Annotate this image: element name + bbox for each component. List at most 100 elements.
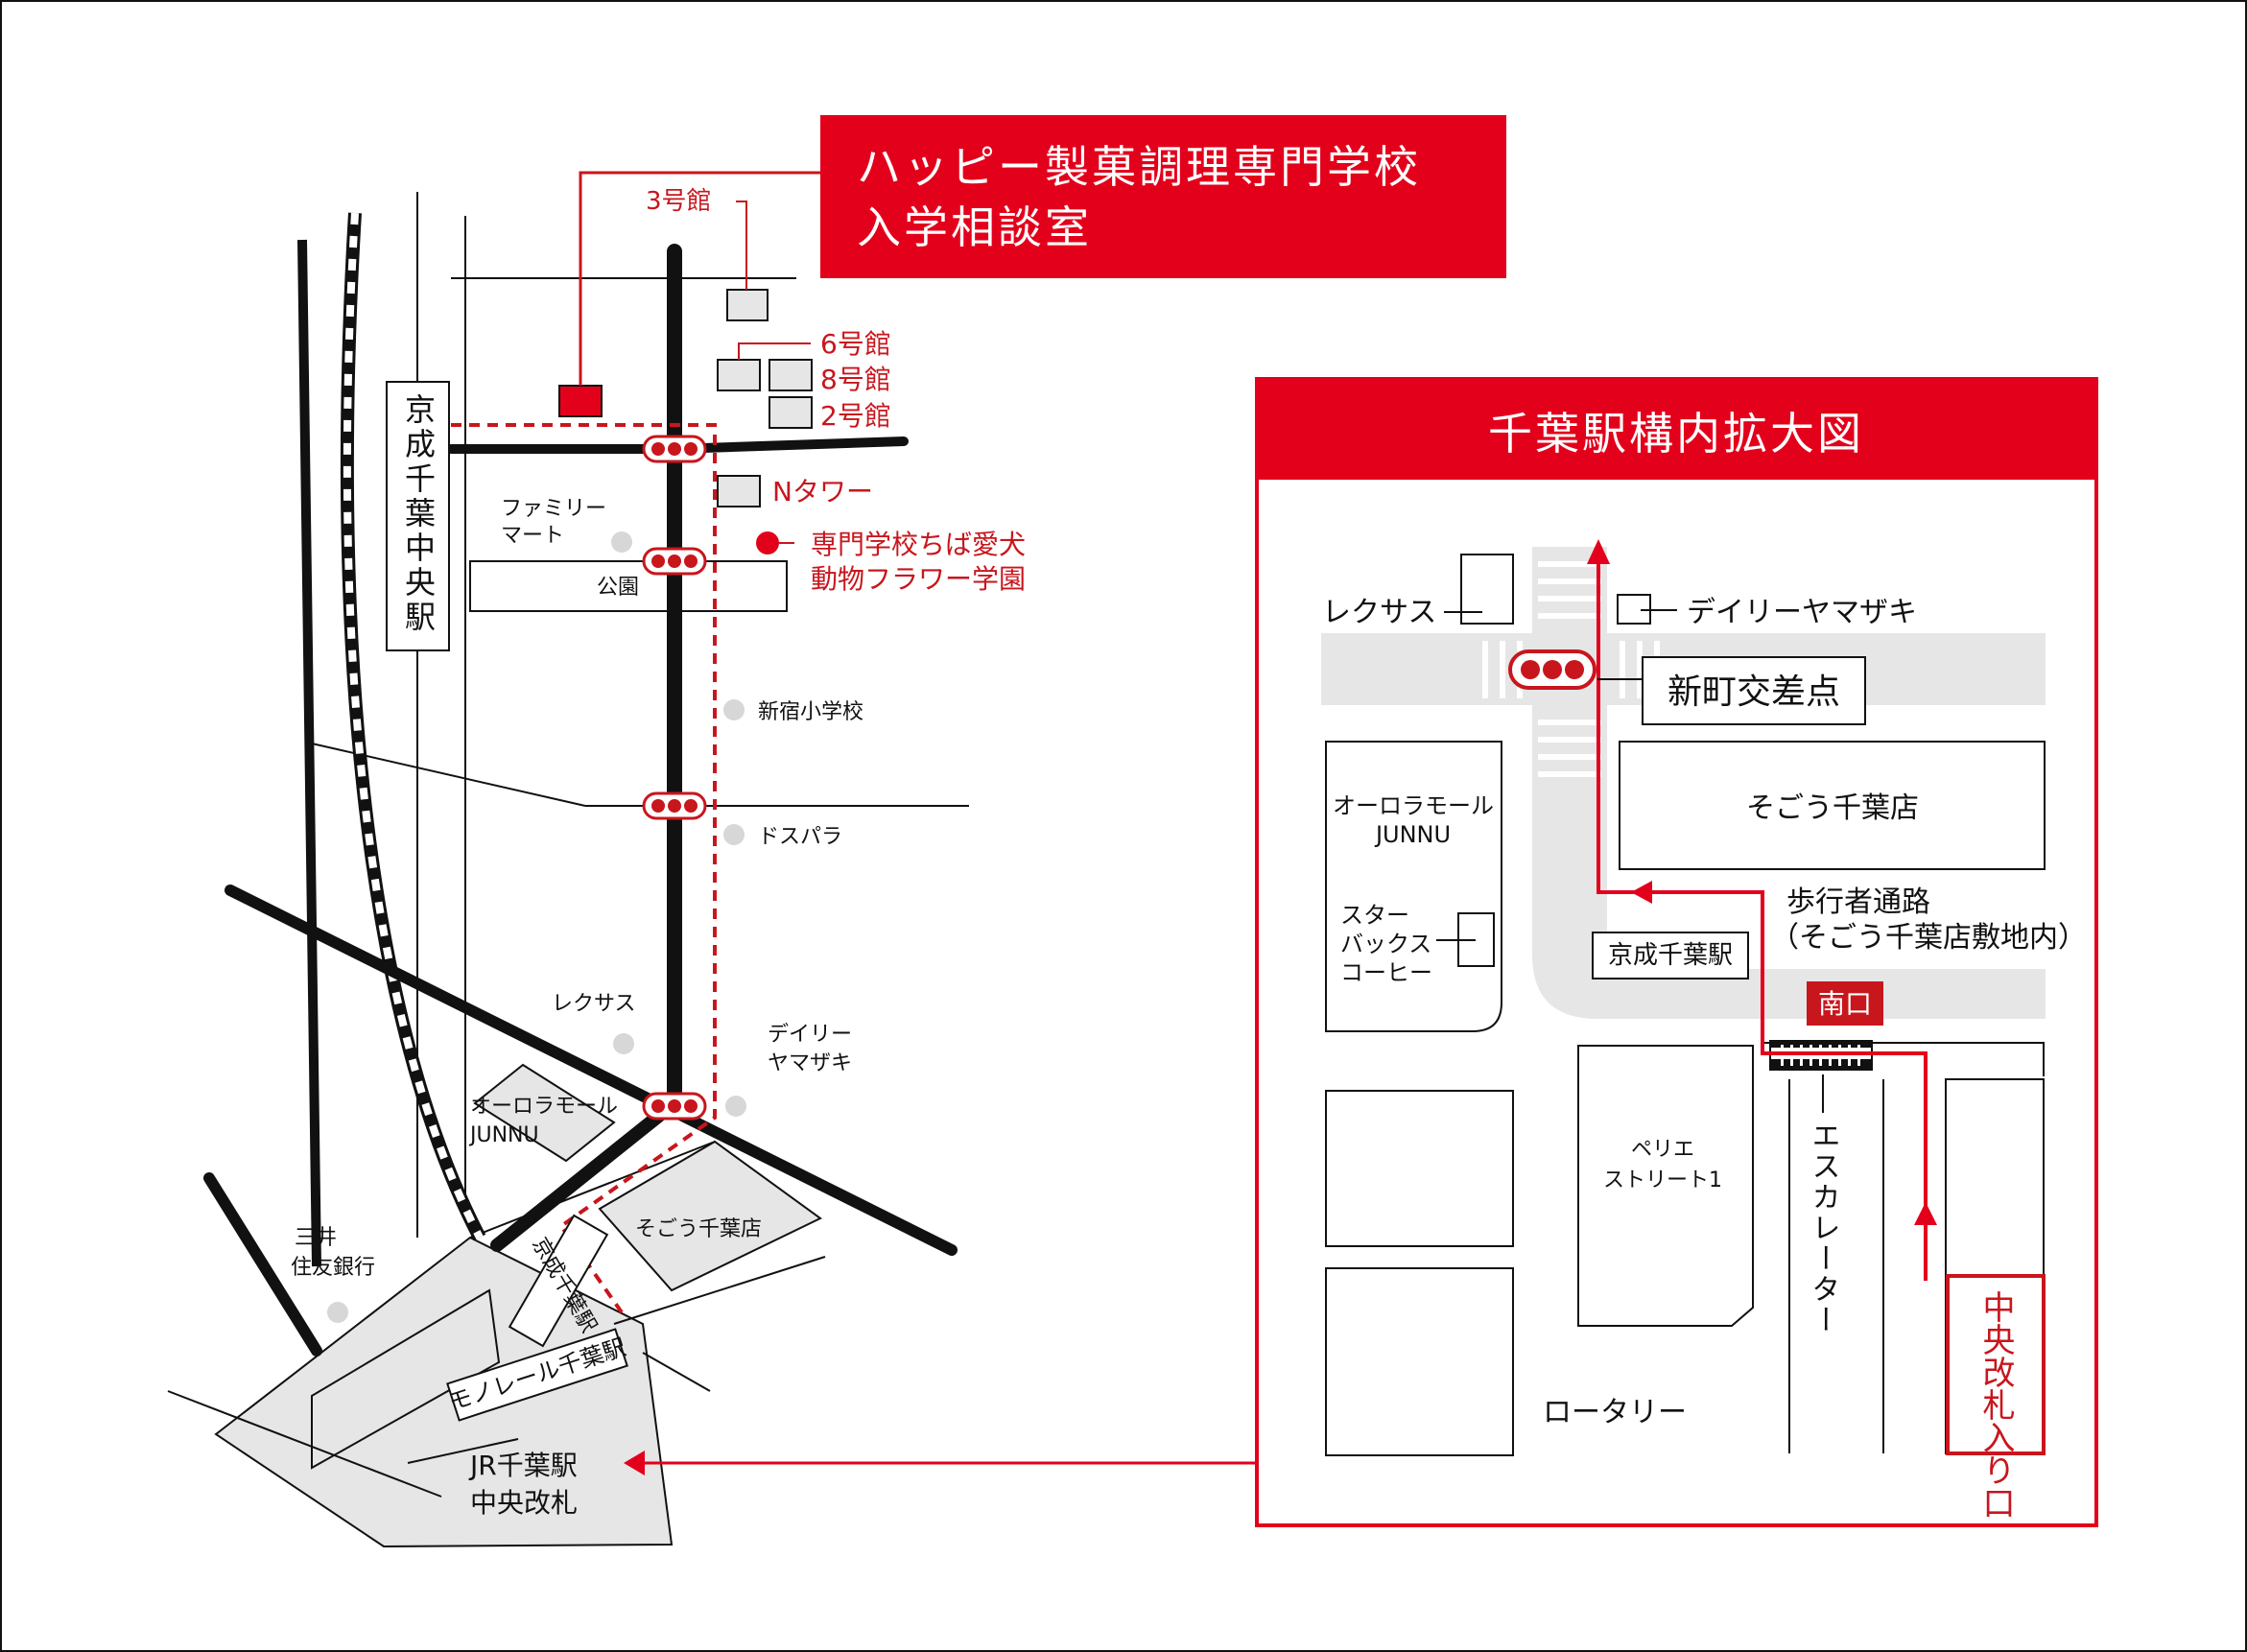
inset-title: 千葉駅構内拡大図 xyxy=(1488,408,1864,460)
walkway-label: 歩行者通路 xyxy=(1786,885,1930,919)
arrow-up-icon xyxy=(1914,1202,1937,1225)
thin-road xyxy=(469,1141,716,1239)
park-block xyxy=(469,560,788,612)
banner-subtitle: 入学相談室 xyxy=(857,201,1092,253)
building-3 xyxy=(726,289,769,321)
aurora-mall-block xyxy=(473,1063,616,1163)
building-6 xyxy=(717,359,761,391)
family-mart-label: ファミリー xyxy=(501,497,606,521)
daily-inset-label: デイリーヤマザキ xyxy=(1687,596,1917,629)
building-8 xyxy=(769,359,813,391)
main-map: 京成千葉中央駅 京成千葉駅 モノレール千葉駅 ファミリー マート 公園 新宿小学… xyxy=(167,115,1506,1548)
aiken-school-label: 専門学校ちば愛犬 xyxy=(811,529,1026,560)
aurora-mall-label: オーロラモール xyxy=(470,1095,618,1119)
leader-line xyxy=(738,342,811,360)
station-inset: 千葉駅構内拡大図 xyxy=(1255,377,2098,1527)
arrow-left-icon xyxy=(1631,881,1652,904)
traffic-light-icon xyxy=(642,791,707,820)
banner-title: ハッピー製菓調理専門学校 xyxy=(857,141,1421,193)
perie-label: ペリエ xyxy=(1631,1138,1694,1162)
main-road xyxy=(225,885,958,1256)
building-2 xyxy=(769,396,813,429)
n-tower-label: Nタワー xyxy=(772,476,873,507)
building-8-label: 8号館 xyxy=(820,364,891,395)
landmark-dot xyxy=(613,1033,634,1054)
daily-label: ヤマザキ xyxy=(768,1051,852,1075)
dospara-label: ドスパラ xyxy=(758,825,842,849)
thin-road xyxy=(642,1352,711,1392)
starbucks-label: スター xyxy=(1340,902,1409,929)
keisei-inset-label-box xyxy=(1592,932,1749,979)
landmark-dot xyxy=(723,824,745,845)
inset-building xyxy=(1325,1090,1514,1247)
inset-street xyxy=(1532,547,2046,1019)
landmark-dot xyxy=(327,1302,348,1323)
traffic-light-icon xyxy=(642,435,707,463)
traffic-light-icon xyxy=(1508,649,1597,690)
lexus-building xyxy=(1460,554,1514,625)
inset-title-bar xyxy=(1257,379,2096,480)
starbucks-label: バックス xyxy=(1340,931,1431,957)
intersection-label: 新町交差点 xyxy=(1668,673,1840,712)
landmark-dot xyxy=(611,531,632,553)
landmark-dot xyxy=(723,699,745,720)
main-road xyxy=(490,1097,681,1252)
perie-label: ストリート1 xyxy=(1603,1168,1722,1192)
aurora-mall-inset-building xyxy=(1325,741,1502,1032)
inset-building xyxy=(1325,1267,1514,1456)
inset-route xyxy=(1597,561,1928,1281)
aiken-school-label: 動物フラワー学園 xyxy=(811,563,1026,595)
school-location-dot xyxy=(756,531,779,555)
admission-office-building xyxy=(558,385,603,417)
traffic-light-icon xyxy=(642,1092,707,1121)
smbc-label: 三井 xyxy=(295,1226,337,1250)
building-2-label: 2号館 xyxy=(820,400,891,432)
building-3-label: 3号館 xyxy=(646,187,712,216)
aurora-mall-inset-label: JUNNU xyxy=(1374,821,1451,848)
monorail-label-box xyxy=(446,1328,628,1422)
intersection-label-box xyxy=(1642,656,1866,725)
jr-chiba-label: JR千葉駅 xyxy=(468,1450,578,1481)
thin-road xyxy=(167,1390,442,1498)
walking-route xyxy=(451,423,717,1314)
keisei-railway-dashes xyxy=(343,212,484,1239)
aurora-mall-inset-label: オーロラモール xyxy=(1333,792,1494,819)
arrow-up-icon xyxy=(1587,539,1610,564)
rotary-label: ロータリー xyxy=(1543,1396,1687,1429)
station-concourse-area xyxy=(311,1288,501,1470)
keisei-chiba-chuo-label: 京成千葉中央駅 xyxy=(400,393,437,635)
arrow-head-icon xyxy=(624,1451,645,1475)
central-gate-entry-label: 中央改札入り口 xyxy=(1976,1290,2015,1519)
escalator-label: エスカレーター xyxy=(1807,1121,1840,1335)
walkway-label: （そごう千葉店敷地内） xyxy=(1770,921,2087,955)
sogo-inset-label: そごう千葉店 xyxy=(1746,791,1919,825)
keisei-inset-label: 京成千葉駅 xyxy=(1608,941,1733,970)
perie-building xyxy=(1577,1045,1754,1327)
sogo-block xyxy=(598,1140,822,1292)
smbc-label: 住友銀行 xyxy=(291,1256,375,1280)
south-exit-badge xyxy=(1807,981,1883,1026)
keisei-chiba-label-box xyxy=(508,1214,609,1348)
thin-road xyxy=(407,1438,519,1464)
starbucks-label: コーヒー xyxy=(1340,959,1432,986)
sogo-label: そごう千葉店 xyxy=(635,1217,762,1241)
lexus-inset-label: レクサス xyxy=(1322,596,1436,629)
keisei-chiba-chuo-label-box xyxy=(386,381,450,651)
daily-label: デイリー xyxy=(768,1023,852,1047)
family-mart-label: マート xyxy=(501,524,564,548)
jr-chiba-label: 中央改札 xyxy=(470,1487,578,1519)
building-6-label: 6号館 xyxy=(820,328,891,360)
park-label: 公園 xyxy=(597,576,639,600)
school-banner xyxy=(820,115,1506,278)
lexus-label: レクサス xyxy=(552,992,636,1016)
thin-road xyxy=(613,1256,826,1325)
leader-line xyxy=(579,171,825,386)
sogo-inset-building xyxy=(1619,741,2046,870)
main-road xyxy=(297,239,321,1267)
landmark-dot xyxy=(725,1096,746,1117)
main-road xyxy=(203,1172,322,1357)
aurora-mall-label: JUNNU xyxy=(468,1123,539,1147)
shinjuku-school-label: 新宿小学校 xyxy=(758,700,863,724)
south-exit-label: 南口 xyxy=(1818,988,1872,1020)
